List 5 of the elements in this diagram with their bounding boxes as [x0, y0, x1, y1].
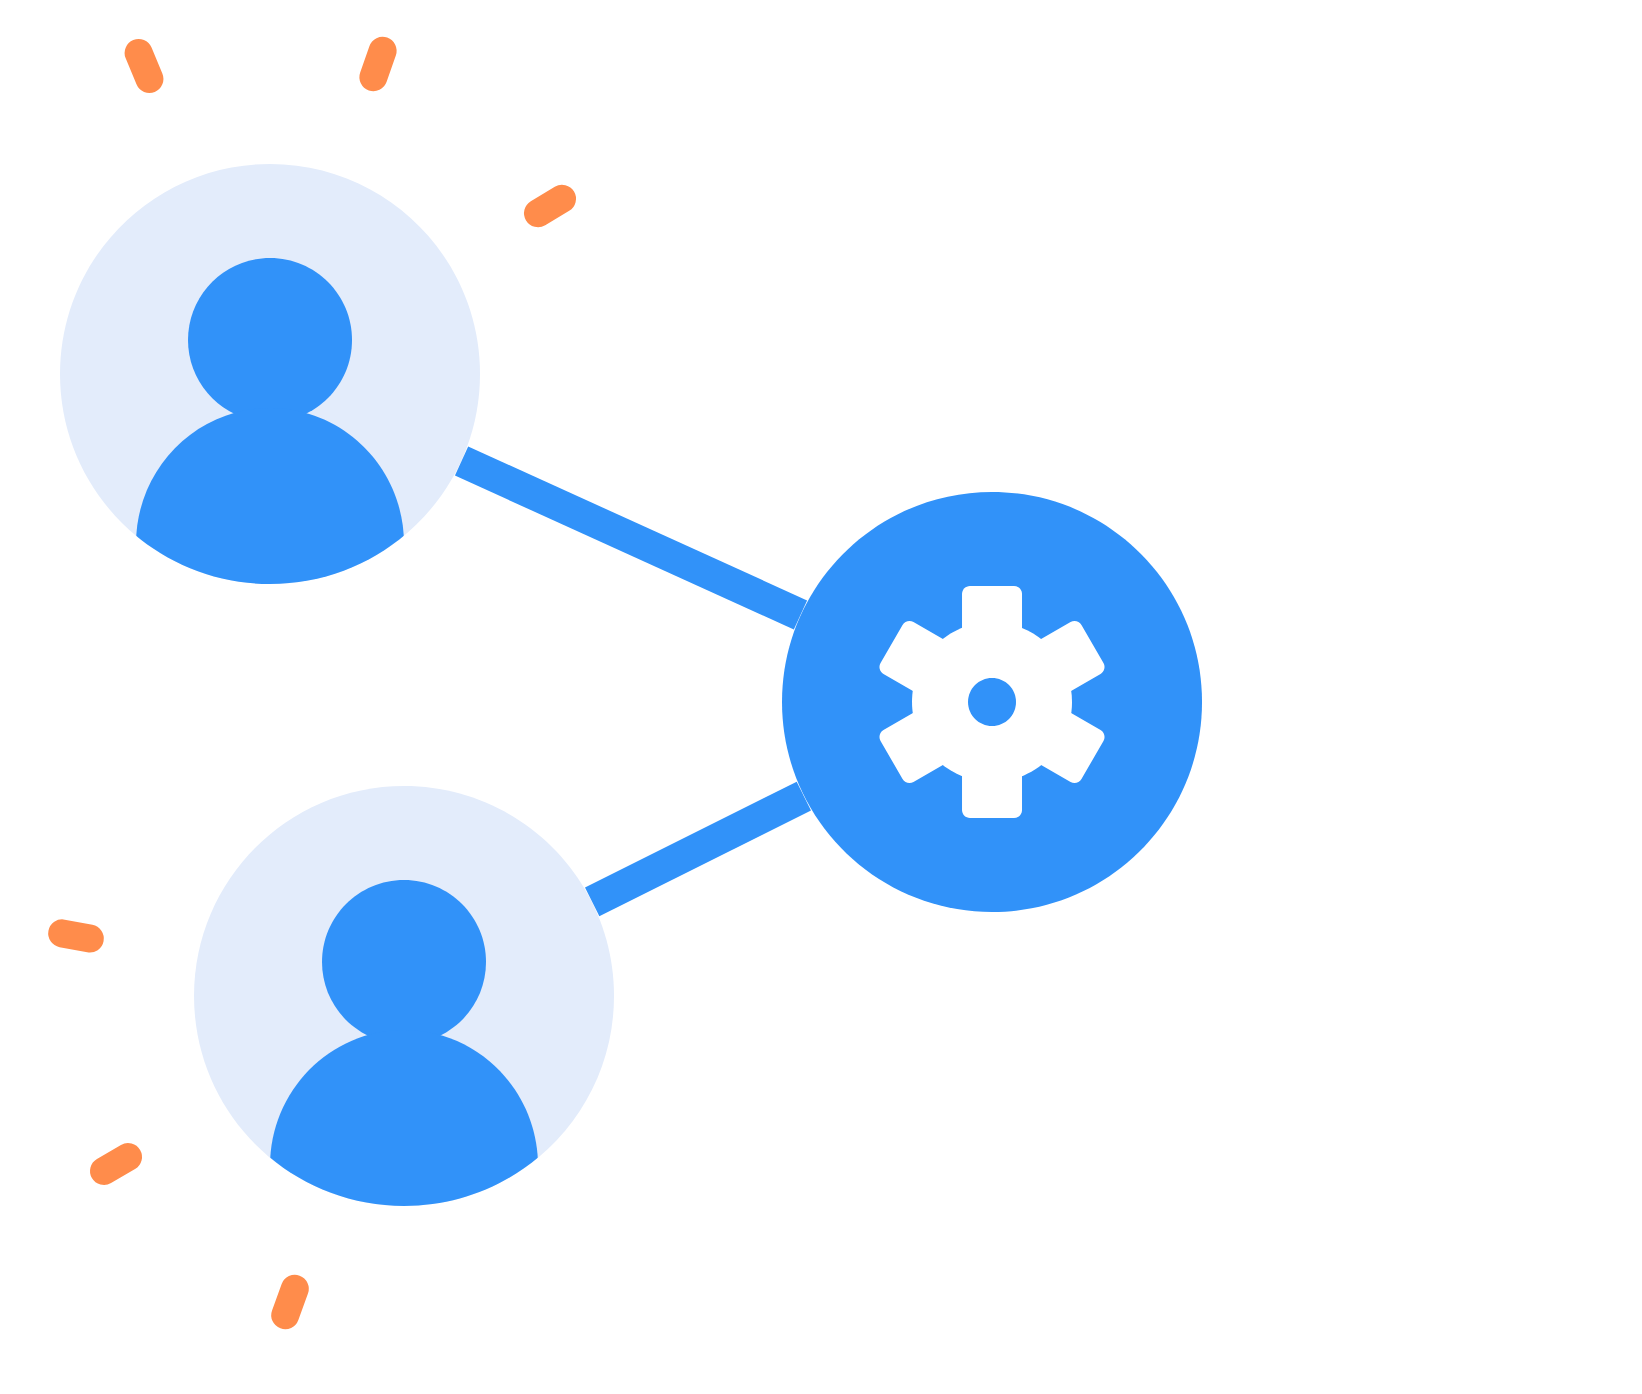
connector-line — [454, 446, 808, 630]
person-avatar — [60, 164, 480, 584]
person-avatar — [194, 786, 614, 1206]
connector-line — [585, 781, 811, 917]
gear-circle — [782, 492, 1202, 912]
